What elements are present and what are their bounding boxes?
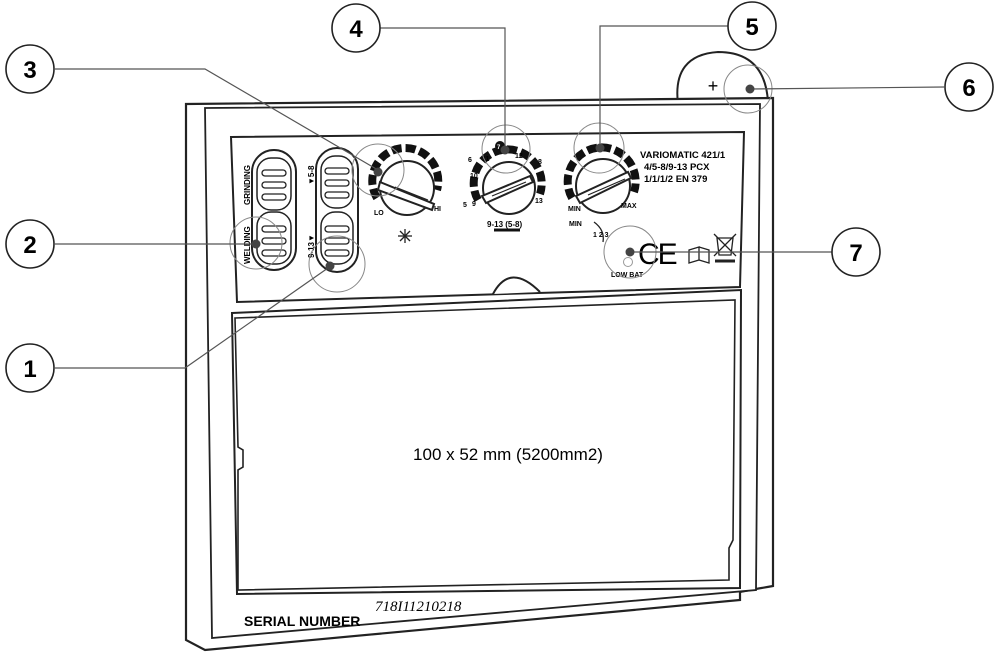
range-switch[interactable] — [315, 147, 359, 273]
shade-tick: 6 — [468, 157, 472, 164]
sensitivity-low-label: LO — [374, 210, 384, 217]
sun-icon — [398, 229, 412, 243]
shade-tick: 9 — [472, 201, 476, 208]
leader-dot-3 — [373, 167, 383, 177]
mode-bottom-label: WELDING — [243, 226, 252, 264]
callout-bubble-7: 7 — [831, 227, 881, 277]
leader-dot-7 — [625, 247, 635, 257]
range-top-label: ▼5-8 — [307, 165, 316, 185]
leader-line-3 — [55, 68, 379, 171]
mode-top-label: GRINDING — [243, 165, 252, 205]
viewing-window — [234, 299, 736, 591]
leader-lines — [55, 25, 945, 369]
product-model: VARIOMATIC 421/1 — [640, 150, 726, 161]
serial-number-value: 718I11210218 — [375, 599, 462, 615]
panel-notch — [492, 276, 541, 295]
leader-dot-2 — [251, 239, 261, 249]
callout-number: 5 — [745, 14, 758, 41]
leader-line-4 — [380, 27, 506, 150]
callout-highlight-2 — [229, 216, 283, 270]
callout-bubble-4: 4 — [331, 3, 381, 53]
callout-highlight-5 — [573, 122, 625, 174]
shade-tick-labels: 6 7 10 11 12 8 9 5 13 — [463, 141, 543, 209]
mode-switch[interactable] — [251, 149, 297, 271]
callout-number: 2 — [23, 232, 36, 259]
sensitivity-high-label: HI — [434, 206, 441, 213]
leader-dot-4 — [500, 145, 510, 155]
shade-tick: 12 — [515, 153, 523, 160]
callout-number: 1 — [23, 356, 36, 383]
callout-bubble-5: 5 — [727, 1, 777, 51]
leader-dots — [251, 84, 755, 271]
delay-scale-label: 1 2 3 — [593, 232, 609, 239]
leader-line-1 — [55, 267, 329, 369]
sensitivity-knob[interactable] — [368, 143, 443, 216]
shade-knob[interactable] — [469, 145, 546, 232]
shade-tick: 7 — [497, 145, 501, 151]
callout-number: 6 — [962, 75, 975, 102]
callout-bubble-1: 1 — [5, 343, 55, 393]
low-battery-label: LOW BAT — [611, 272, 644, 279]
delay-min-label: MIN — [568, 206, 581, 213]
product-shades: 4/5-8/9-13 PCX — [644, 162, 710, 173]
callout-bubble-6: 6 — [944, 62, 994, 112]
battery-cap: + — [676, 50, 770, 106]
callout-number: 4 — [349, 16, 363, 43]
viewing-area-label: 100 x 52 mm (5200mm2) — [413, 445, 603, 464]
delay-scale-min-label: MIN — [569, 221, 582, 228]
shade-tick: 10 — [470, 173, 478, 180]
callout-highlight-4 — [481, 124, 531, 174]
shade-bottom-label: 9-13 (5-8) — [487, 220, 522, 229]
leader-line-5 — [599, 25, 728, 148]
leader-dot-5 — [595, 143, 605, 153]
ce-mark: CE — [638, 238, 677, 271]
leader-dot-6 — [745, 84, 755, 94]
low-battery-led — [623, 257, 633, 267]
battery-plus-label: + — [708, 76, 719, 96]
leader-dot-1 — [325, 261, 335, 271]
shade-tick: 8 — [538, 159, 542, 166]
callout-highlight-3 — [351, 143, 405, 197]
delay-knob[interactable] — [563, 143, 640, 243]
delay-max-label: MAX — [621, 203, 637, 210]
serial-number-label: SERIAL NUMBER — [244, 613, 360, 629]
shade-tick: 11 — [482, 156, 490, 163]
shade-tick: 13 — [535, 198, 543, 205]
callout-bubble-2: 2 — [5, 219, 55, 269]
product-classification: 1/1/1/2 EN 379 — [644, 174, 707, 185]
callout-number: 3 — [23, 57, 36, 84]
shade-tick: 5 — [463, 202, 467, 209]
callout-highlight-1 — [308, 235, 366, 293]
callout-bubble-3: 3 — [5, 44, 55, 94]
leader-line-6 — [749, 86, 945, 90]
range-bottom-label: 9-13▼ — [307, 234, 316, 258]
book-icon — [688, 246, 710, 264]
callout-number: 7 — [849, 240, 862, 267]
